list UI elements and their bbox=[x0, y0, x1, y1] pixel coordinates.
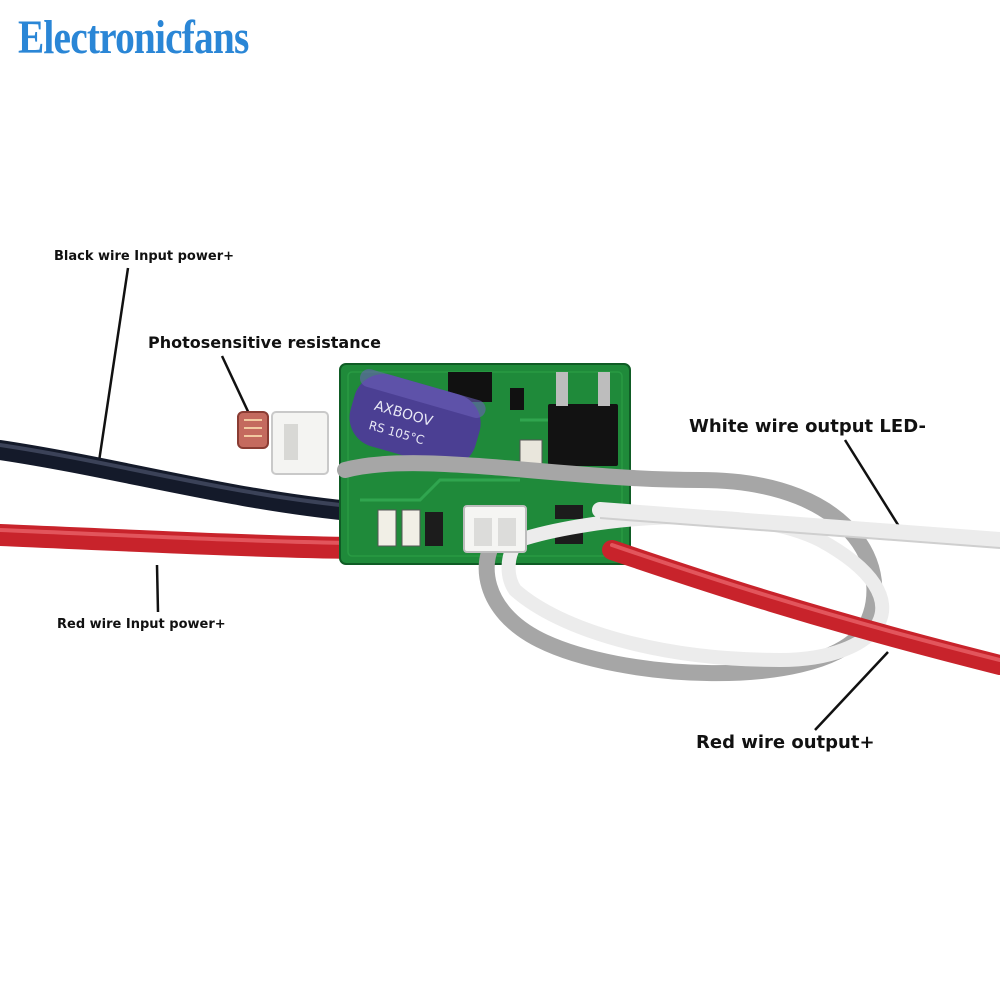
black-wire-highlight bbox=[0, 443, 362, 509]
leader-photo bbox=[220, 355, 254, 421]
leader-red-out bbox=[814, 651, 889, 731]
red-wire-input-highlight bbox=[0, 528, 360, 545]
output-connector bbox=[463, 505, 527, 553]
label-black-wire-input: Black wire Input power+ bbox=[54, 249, 234, 264]
photoresistor bbox=[237, 411, 329, 475]
capacitor: AXBOOV RS 105°C bbox=[349, 369, 486, 467]
gray-wire bbox=[337, 455, 883, 682]
red-wire-output bbox=[602, 540, 1000, 675]
white-wire-output bbox=[592, 502, 1000, 548]
red-wire-output-highlight bbox=[610, 543, 1000, 662]
black-wire bbox=[0, 440, 370, 522]
label-photosensitive-resistance: Photosensitive resistance bbox=[148, 333, 381, 352]
leader-black-wire bbox=[96, 267, 130, 469]
label-red-wire-input: Red wire Input power+ bbox=[57, 617, 226, 632]
white-wire-output-edge bbox=[599, 517, 1000, 549]
brand-logo: Electronicfans bbox=[18, 11, 249, 64]
label-red-wire-output: Red wire output+ bbox=[696, 732, 875, 753]
red-wire-input bbox=[0, 524, 369, 559]
leader-red-in bbox=[155, 564, 160, 613]
leader-white-wire bbox=[843, 439, 902, 529]
label-white-wire-output: White wire output LED- bbox=[689, 416, 926, 437]
